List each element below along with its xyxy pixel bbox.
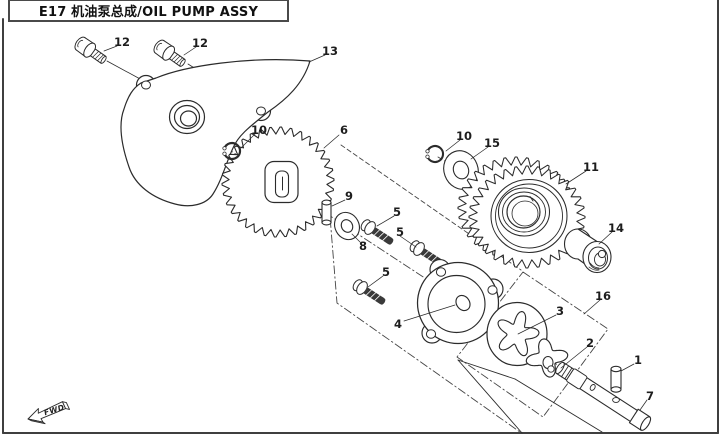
callout-leader-12 xyxy=(183,46,197,56)
pump-shaft-7 xyxy=(555,361,652,431)
callout-leader-2 xyxy=(560,346,588,369)
idler-gear-11 xyxy=(457,156,586,269)
callout-leader-8 xyxy=(351,233,361,243)
callout-leader-16 xyxy=(583,299,601,315)
callout-leader-3 xyxy=(517,314,557,335)
circlip-left xyxy=(222,141,242,161)
pump-cover-4 xyxy=(416,259,504,345)
plate-center-boss xyxy=(168,99,206,135)
callout-11: 11 xyxy=(583,160,599,174)
callout-leader-5 xyxy=(399,235,417,248)
callout-15: 15 xyxy=(484,136,500,150)
callout-2: 2 xyxy=(586,336,594,350)
page-title-text: E17 机油泵总成/OIL PUMP ASSY xyxy=(38,5,259,20)
callout-4: 4 xyxy=(394,317,402,331)
callout-10: 10 xyxy=(456,129,472,143)
page-title: E17 机油泵总成/OIL PUMP ASSY xyxy=(8,0,289,22)
part-callouts: 12 12 13 10 6 10 15 11 14 9 5 5 8 5 4 3 16 2 1 7 xyxy=(103,35,654,411)
cover-plate xyxy=(120,59,311,207)
callout-leader-7 xyxy=(639,399,648,411)
bolt-5-top xyxy=(360,219,394,245)
fwd-label: FWD xyxy=(43,402,65,417)
callout-leader-15 xyxy=(470,146,489,160)
callout-leader-14 xyxy=(598,231,613,245)
bearing-14 xyxy=(563,228,612,274)
shaft-pin-hole xyxy=(612,397,620,403)
callout-13: 13 xyxy=(322,44,338,58)
callout-16: 16 xyxy=(595,289,611,303)
washer-8 xyxy=(333,211,361,241)
offset-centerline xyxy=(328,203,521,433)
callout-5: 5 xyxy=(396,225,404,239)
callout-leader-5 xyxy=(376,215,395,227)
mounting-plane xyxy=(457,359,603,434)
callout-14: 14 xyxy=(608,221,624,235)
callout-3: 3 xyxy=(556,304,564,318)
bolts-5 xyxy=(352,219,443,305)
plate-outline xyxy=(120,59,311,207)
callout-leader-12 xyxy=(103,45,118,52)
callout-leader-10 xyxy=(445,139,461,152)
callout-9: 9 xyxy=(345,189,353,203)
callout-12: 12 xyxy=(192,36,208,50)
circlip-right xyxy=(425,144,444,164)
fwd-arrow: FWD xyxy=(27,401,70,425)
inner-rotor-2 xyxy=(525,338,569,378)
bolt-5-bottom xyxy=(352,279,386,305)
callout-10: 10 xyxy=(251,123,267,137)
callout-5: 5 xyxy=(393,205,401,219)
callout-leader-6 xyxy=(323,134,340,149)
callout-leader-5 xyxy=(367,275,384,288)
callout-5: 5 xyxy=(382,265,390,279)
callout-leader-11 xyxy=(565,170,587,185)
callout-leader-4 xyxy=(403,304,456,322)
bolts-12 xyxy=(74,36,186,67)
callout-6: 6 xyxy=(340,123,348,137)
plate-hole-right xyxy=(256,106,266,116)
callout-leader-1 xyxy=(620,363,635,372)
callout-leader-13 xyxy=(308,54,326,63)
pin-1 xyxy=(610,365,622,393)
callout-1: 1 xyxy=(634,353,642,367)
plate-hole-left xyxy=(141,80,151,90)
bolt-12-left xyxy=(74,36,107,64)
callout-12: 12 xyxy=(114,35,130,49)
callout-8: 8 xyxy=(359,239,367,253)
oil-pump-gear xyxy=(221,126,335,238)
bolt-12-right xyxy=(153,39,186,67)
dowel-pin-9 xyxy=(321,199,332,226)
callout-leader-9 xyxy=(331,199,346,207)
callout-7: 7 xyxy=(646,389,654,403)
callout-leader-10 xyxy=(240,133,256,149)
